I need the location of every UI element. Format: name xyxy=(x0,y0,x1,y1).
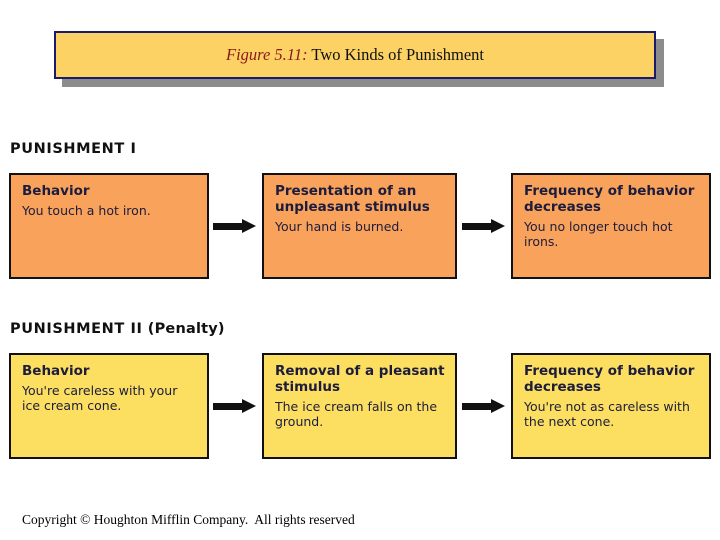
p2-arrow-1-icon xyxy=(213,399,259,413)
p2-box-removal-body: The ice cream falls on the ground. xyxy=(275,398,438,429)
p2-arrow-2-head xyxy=(491,399,505,413)
p2-arrow-2-shaft xyxy=(462,403,492,410)
p1-box-frequency: Frequency of behavior decreases You no l… xyxy=(511,173,711,279)
p1-box-frequency-body: You no longer touch hot irons. xyxy=(524,218,673,249)
p2-box-behavior-body: You're careless with your ice cream cone… xyxy=(22,382,178,413)
title-banner-group: Figure 5.11: Two Kinds of Punishment xyxy=(54,31,664,87)
section-punishment-1: PUNISHMENT I Behavior You touch a hot ir… xyxy=(0,135,720,300)
page-title: Figure 5.11: Two Kinds of Punishment xyxy=(226,45,484,65)
diagram-area: PUNISHMENT I Behavior You touch a hot ir… xyxy=(0,135,720,480)
p2-arrow-2-icon xyxy=(462,399,508,413)
section-punishment-2: PUNISHMENT II (Penalty) Behavior You're … xyxy=(0,315,720,477)
section-2-label: PUNISHMENT II (Penalty) xyxy=(10,321,225,337)
p2-box-frequency: Frequency of behavior decreases You're n… xyxy=(511,353,711,459)
p1-box-behavior-body: You touch a hot iron. xyxy=(22,202,151,218)
p2-arrow-1-shaft xyxy=(213,403,243,410)
section-2-label-suffix: (Penalty) xyxy=(142,321,225,337)
p2-box-frequency-head: Frequency of behavior decreases xyxy=(524,363,695,395)
p1-arrow-2-head xyxy=(491,219,505,233)
p1-box-frequency-head: Frequency of behavior decreases xyxy=(524,183,695,215)
section-1-label: PUNISHMENT I xyxy=(10,141,137,157)
p1-arrow-1-icon xyxy=(213,219,259,233)
p1-box-stimulus-body: Your hand is burned. xyxy=(275,218,404,234)
p2-arrow-1-head xyxy=(242,399,256,413)
p1-arrow-2-shaft xyxy=(462,223,492,230)
p1-arrow-1-shaft xyxy=(213,223,243,230)
p1-box-behavior-head: Behavior xyxy=(22,183,90,199)
section-1-label-main: PUNISHMENT I xyxy=(10,141,137,157)
p2-box-behavior-head: Behavior xyxy=(22,363,90,379)
copyright-notice: Copyright © Houghton Mifflin Company. Al… xyxy=(22,512,355,527)
p2-box-removal: Removal of a pleasant stimulus The ice c… xyxy=(262,353,457,459)
p1-arrow-1-head xyxy=(242,219,256,233)
p1-box-stimulus: Presentation of an unpleasant stimulus Y… xyxy=(262,173,457,279)
figure-label: Figure 5.11: xyxy=(226,45,308,64)
p1-arrow-2-icon xyxy=(462,219,508,233)
p1-box-stimulus-head: Presentation of an unpleasant stimulus xyxy=(275,183,430,215)
section-2-label-main: PUNISHMENT II xyxy=(10,321,143,337)
p2-box-frequency-body: You're not as careless with the next con… xyxy=(524,398,690,429)
figure-title: Two Kinds of Punishment xyxy=(307,45,484,64)
title-banner: Figure 5.11: Two Kinds of Punishment xyxy=(54,31,656,79)
p2-box-behavior: Behavior You're careless with your ice c… xyxy=(9,353,209,459)
p1-box-behavior: Behavior You touch a hot iron. xyxy=(9,173,209,279)
p2-box-removal-head: Removal of a pleasant stimulus xyxy=(275,363,445,395)
